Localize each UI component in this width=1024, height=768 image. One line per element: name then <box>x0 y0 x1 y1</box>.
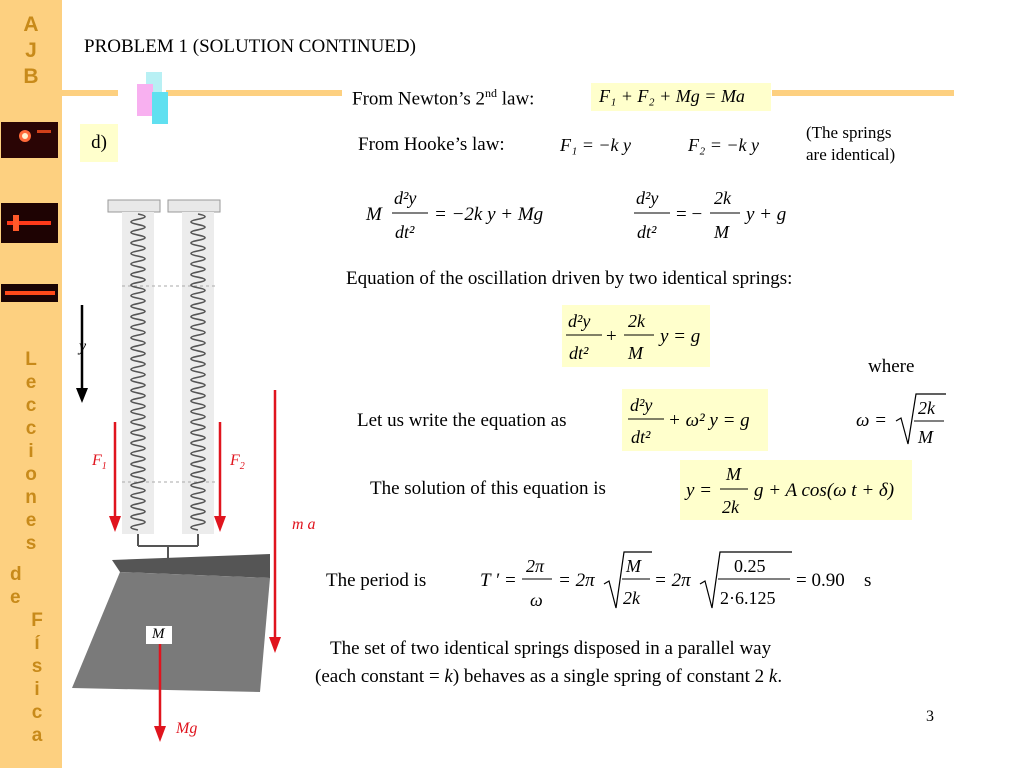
svg-text:+ ω² y = g: + ω² y = g <box>668 410 750 431</box>
equation-motion-2: d²y dt² = − 2k M y + g <box>634 188 786 242</box>
omega-equation: d²y dt² + ω² y = g <box>628 395 750 447</box>
mass-label: M <box>152 626 165 642</box>
svg-text:d²y: d²y <box>568 311 590 331</box>
omega-equation-box: d²y dt² + ω² y = g <box>622 389 768 451</box>
svg-text:2k: 2k <box>918 398 936 418</box>
header-rule-left <box>62 90 118 96</box>
page-number: 3 <box>926 708 934 725</box>
thumbnail-image-3 <box>1 284 58 302</box>
header-rule-right <box>772 90 954 96</box>
svg-text:ω =: ω = <box>856 410 887 431</box>
hooke-equation-1: F₁ = −k y <box>560 135 632 155</box>
springs-figure <box>72 199 281 742</box>
svg-text:= 2π: = 2π <box>558 570 595 591</box>
ma-label: m a <box>292 516 316 533</box>
sidebar-logo-text: A J B <box>23 13 39 88</box>
omega-definition: ω = 2k M <box>856 393 946 447</box>
oscillation-equation: d²y dt² + 2k M y = g <box>566 311 700 363</box>
sidebar-vertical-text-de: d e <box>10 564 22 608</box>
svg-text:2k: 2k <box>623 588 641 608</box>
solution-equation-box: y = M 2k g + A cos(ω t + δ) <box>680 460 912 520</box>
header-rule-mid <box>166 90 342 96</box>
let-us-write-text: Let us write the equation as <box>357 410 567 431</box>
where-text: where <box>868 356 915 377</box>
force-f2-label: F2 <box>230 452 245 473</box>
page-title: PROBLEM 1 (SOLUTION CONTINUED) <box>84 36 416 57</box>
newton-equation: F₁ + F₂ + Mg = Ma <box>599 86 745 106</box>
svg-text:M: M <box>713 222 730 242</box>
svg-text:M: M <box>365 204 383 225</box>
svg-text:M: M <box>627 343 644 363</box>
spring-left <box>130 213 146 531</box>
svg-text:2π: 2π <box>526 556 545 576</box>
period-equation: T ′ = 2π ω = 2π M 2k = 2π 0.25 2·6.125 =… <box>480 551 871 610</box>
newton-equation-box: F₁ + F₂ + Mg = Ma <box>591 83 771 111</box>
spring-right <box>190 213 206 531</box>
solution-text: The solution of this equation is <box>370 478 606 499</box>
oscillation-equation-box: d²y dt² + 2k M y = g <box>562 305 710 367</box>
equation-motion-1: M d²y dt² = −2k y + Mg <box>365 188 543 242</box>
svg-text:2·6.125: 2·6.125 <box>720 588 776 608</box>
svg-text:+: + <box>606 326 617 347</box>
svg-text:g + A cos(ω t + δ): g + A cos(ω t + δ) <box>754 480 894 501</box>
thumbnail-image-2 <box>1 203 58 243</box>
sidebar-vertical-text: L e c c i o n e s <box>25 349 37 554</box>
svg-text:s: s <box>864 570 871 591</box>
svg-text:dt²: dt² <box>569 343 589 363</box>
svg-text:0.25: 0.25 <box>734 556 766 576</box>
oscillation-heading: Equation of the oscillation driven by tw… <box>346 268 793 289</box>
conclusion-line-2: (each constant = k) behaves as a single … <box>315 666 783 687</box>
svg-text:y = g: y = g <box>658 326 700 347</box>
svg-text:M: M <box>917 427 934 447</box>
svg-text:d²y: d²y <box>636 188 658 208</box>
svg-text:2k: 2k <box>722 497 740 517</box>
svg-text:y + g: y + g <box>744 204 786 225</box>
hooke-text: From Hooke’s law: <box>358 134 505 155</box>
force-f1-label: F1 <box>92 452 107 473</box>
svg-text:dt²: dt² <box>395 222 415 242</box>
svg-text:M: M <box>725 464 742 484</box>
sidebar: A J B L e c c i o n e s d e F í s i c a <box>0 0 62 768</box>
conclusion-line-1: The set of two identical springs dispose… <box>330 638 772 659</box>
svg-text:2k: 2k <box>714 188 732 208</box>
weight-label: Mg <box>176 720 198 737</box>
svg-text:= −2k y + Mg: = −2k y + Mg <box>434 204 543 225</box>
svg-text:M: M <box>625 556 642 576</box>
svg-text:ω: ω <box>530 590 543 610</box>
solution-equation: y = M 2k g + A cos(ω t + δ) <box>684 464 894 517</box>
newton-text: From Newton’s 2nd law: <box>352 86 535 110</box>
svg-text:2k: 2k <box>628 311 646 331</box>
svg-text:dt²: dt² <box>637 222 657 242</box>
svg-text:= −: = − <box>676 204 702 225</box>
svg-text:d²y: d²y <box>630 395 652 415</box>
y-axis-label: y <box>79 338 87 355</box>
sidebar-vertical-text-fisica: F í s i c a <box>31 610 43 746</box>
hooke-equation-2: F₂ = −k y <box>688 135 760 155</box>
svg-text:dt²: dt² <box>631 427 651 447</box>
part-label: d) <box>80 124 118 162</box>
hooke-note: (The springs are identical) <box>806 123 896 164</box>
svg-text:= 0.90: = 0.90 <box>796 570 845 591</box>
period-text: The period is <box>326 570 427 591</box>
svg-text:T ′ =: T ′ = <box>480 570 517 591</box>
thumbnail-image-1 <box>1 122 58 158</box>
svg-text:d²y: d²y <box>394 188 416 208</box>
svg-text:y =: y = <box>684 480 712 501</box>
svg-text:= 2π: = 2π <box>654 570 691 591</box>
decorative-squares <box>137 72 168 124</box>
